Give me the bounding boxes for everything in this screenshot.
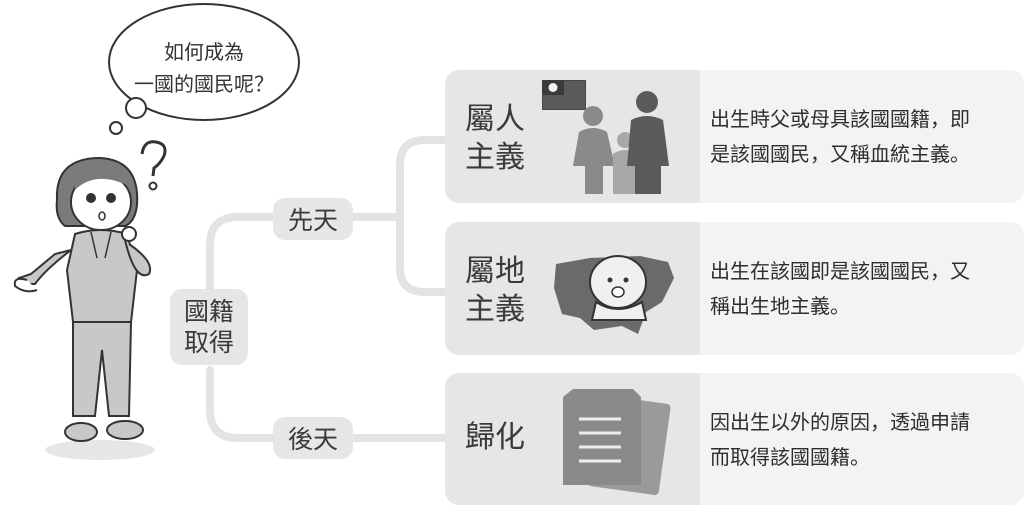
flag-icon: [542, 80, 586, 110]
card-3-desc-line-2: 而取得該國國籍。: [710, 445, 870, 469]
bubble-line-2: 一國的國民呢？: [134, 72, 274, 96]
branch-innate-label: 先天: [287, 206, 338, 235]
root-line-1: 國籍: [183, 297, 234, 326]
card-1-title-line-1: 屬人: [465, 102, 525, 137]
card-2-desc-line-1: 出生在該國即是該國國民，又: [710, 259, 970, 283]
card-naturalization: 歸化 因出生以外的原因，透過申請 而取得該國國籍。: [445, 373, 1024, 505]
card-jus-sanguinis: 屬人 主義 出生時父或母具該國國籍，即 是該國國民，又稱血統主義。: [445, 70, 1024, 203]
card-2-title-line-2: 主義: [465, 292, 525, 327]
bubble-line-1: 如何成為: [164, 40, 244, 64]
card-3-desc-line-1: 因出生以外的原因，透過申請: [710, 410, 970, 434]
branch-acquired: 後天: [273, 417, 353, 459]
card-3-title: 歸化: [465, 420, 525, 455]
documents-icon: [563, 389, 671, 496]
girl-illustration: [13, 156, 155, 460]
thought-bubble: [108, 3, 300, 135]
card-1-desc-line-1: 出生時父或母具該國國籍，即: [710, 107, 970, 131]
root-line-2: 取得: [183, 328, 234, 357]
card-2-desc-line-2: 稱出生地主義。: [710, 294, 850, 318]
card-2-title-line-1: 屬地: [465, 254, 525, 289]
question-mark-icon: [140, 140, 167, 191]
branch-innate: 先天: [273, 198, 353, 240]
card-1-title-line-2: 主義: [465, 140, 525, 175]
card-jus-soli: 屬地 主義 出生在該國即是該國國民，又 稱出生地主義。: [445, 222, 1024, 355]
family-icon: [573, 91, 669, 194]
branch-acquired-label: 後天: [287, 425, 338, 454]
card-1-desc-line-2: 是該國國民，又稱血統主義。: [710, 142, 970, 166]
map-baby-icon: [554, 255, 674, 334]
root-node: 國籍 取得: [170, 289, 248, 365]
